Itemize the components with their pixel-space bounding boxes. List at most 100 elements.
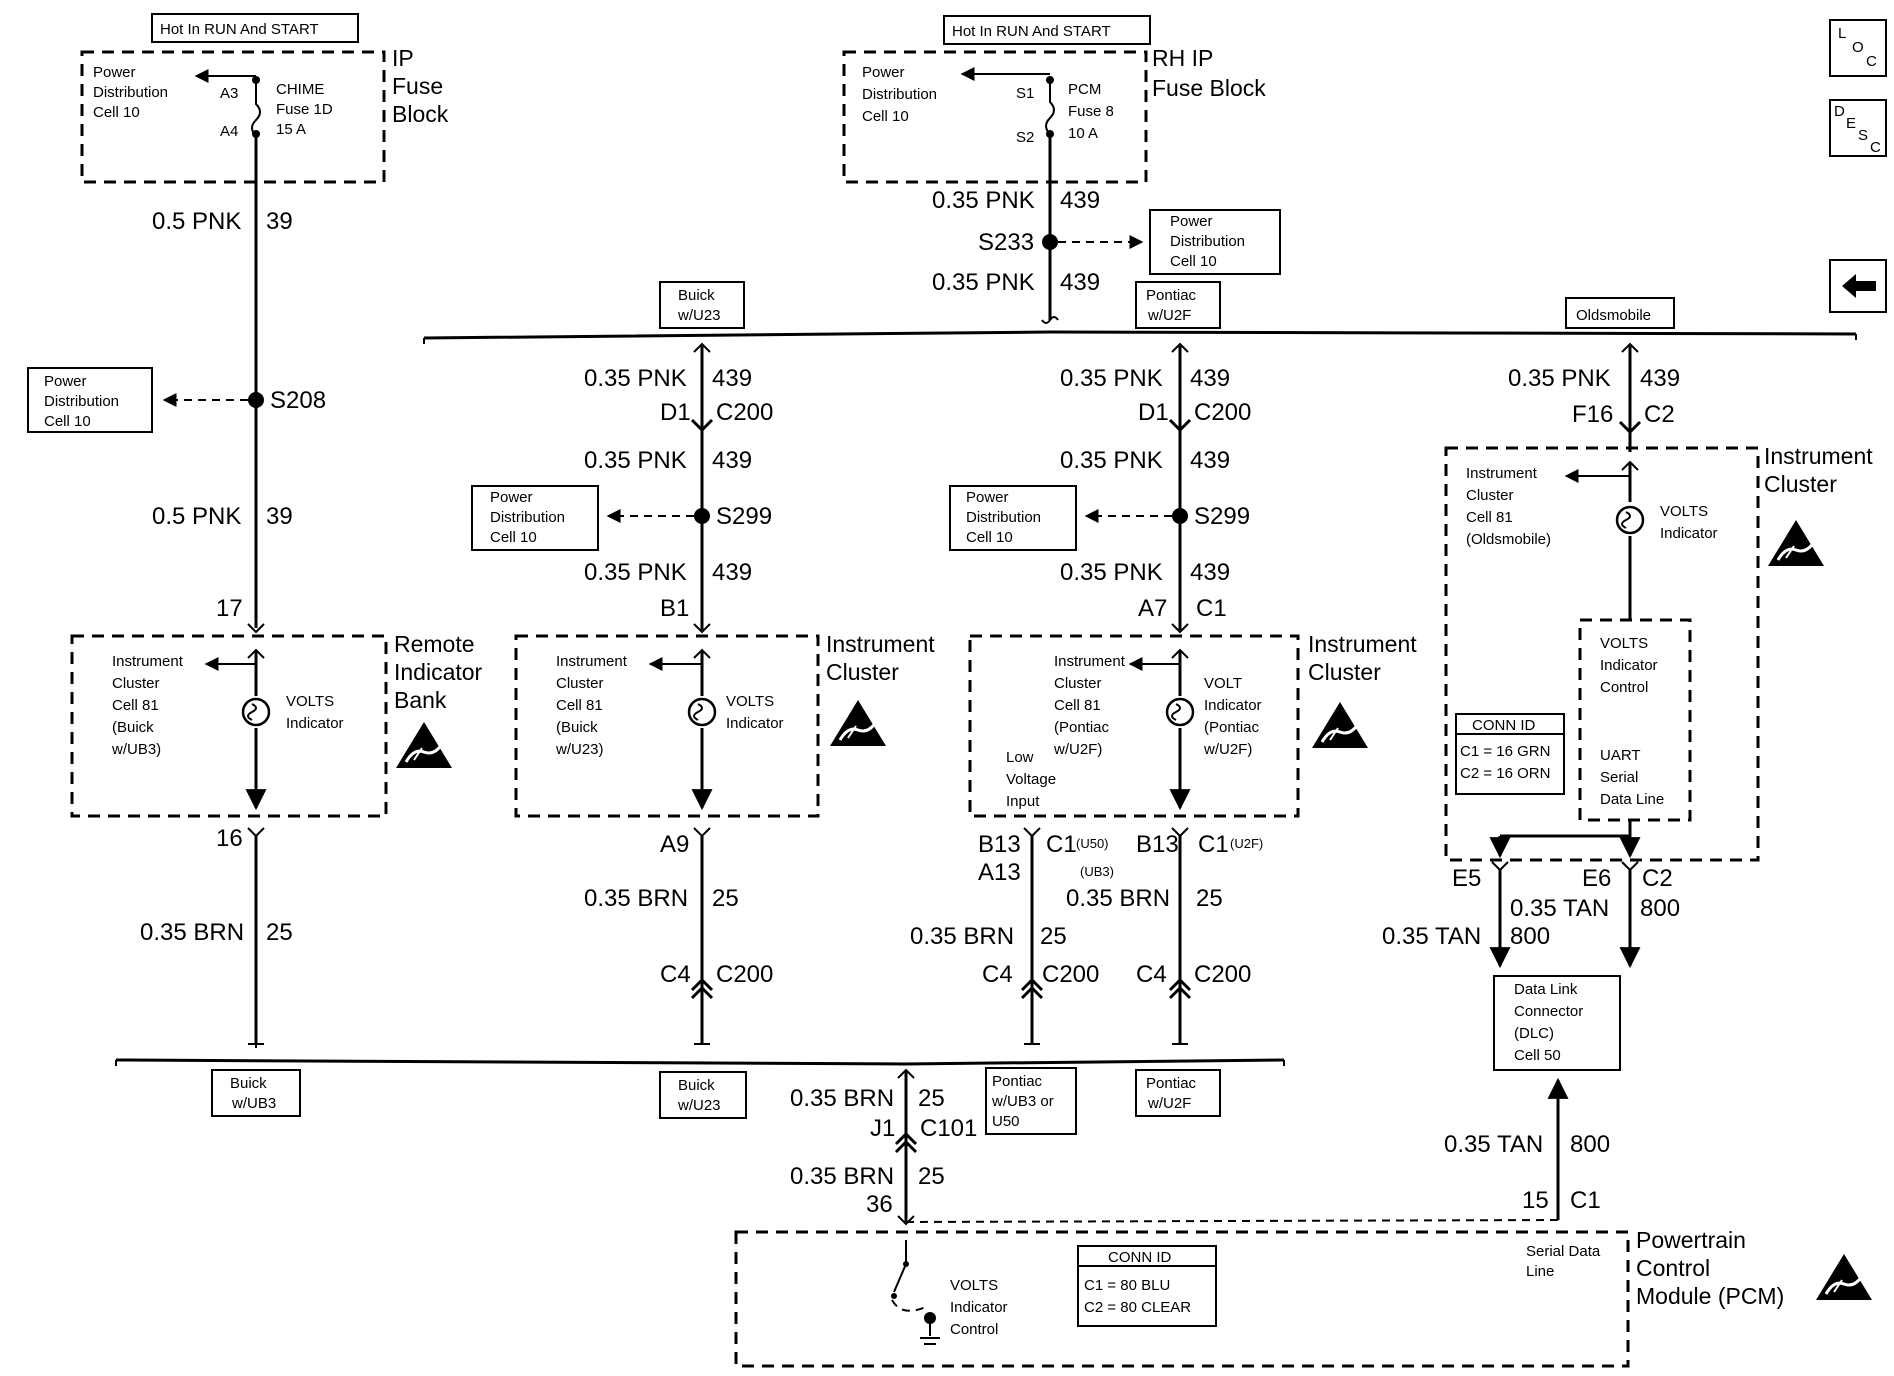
tag-ub3: (UB3): [1080, 864, 1114, 879]
wire-color-pcm-1: 0.35 BRN: [790, 1085, 894, 1112]
pin-a7: A7: [1138, 595, 1167, 622]
pin-17: 17: [216, 595, 243, 622]
svg-text:Indicator: Indicator: [394, 659, 483, 685]
wire-color-pu-2: 0.35 PNK: [1060, 447, 1163, 474]
svg-text:(Pontiac: (Pontiac: [1204, 719, 1260, 736]
svg-text:Pontiac: Pontiac: [1146, 287, 1197, 304]
ic-cell81-pontiac: Instrument Cluster Cell 81 (Pontiac w/U2…: [1053, 653, 1126, 758]
svg-text:Indicator: Indicator: [1600, 657, 1658, 674]
svg-text:IP: IP: [392, 45, 414, 71]
svg-text:Power: Power: [93, 64, 136, 81]
svg-text:Cell 10: Cell 10: [93, 104, 140, 121]
pin-d1-pu: D1: [1138, 399, 1169, 426]
splice-s233-dot: [1042, 234, 1058, 250]
loc-button[interactable]: L O C: [1829, 19, 1887, 77]
svg-text:CONN ID: CONN ID: [1108, 1249, 1172, 1266]
ip-power-dist-label: Power Distribution Cell 10: [93, 64, 168, 121]
volts-gauge-icon-2: [687, 697, 717, 727]
circuit-rh-1: 439: [1060, 187, 1100, 214]
svg-text:C: C: [1866, 53, 1877, 70]
svg-text:Control: Control: [1600, 679, 1648, 696]
svg-text:Power: Power: [490, 489, 533, 506]
wire-color-bu-2: 0.35 PNK: [584, 447, 687, 474]
circuit-pu-1: 439: [1190, 365, 1230, 392]
back-button[interactable]: [1829, 259, 1887, 313]
circuit-pu-2: 439: [1190, 447, 1230, 474]
svg-text:Line: Line: [1526, 1263, 1554, 1280]
conn-c200-pu: C200: [1194, 399, 1251, 426]
svg-text:Distribution: Distribution: [93, 84, 168, 101]
svg-text:Cell 10: Cell 10: [966, 529, 1013, 546]
circuit-ol-4: 800: [1570, 1131, 1610, 1158]
circuit-ol-2: 800: [1640, 895, 1680, 922]
circuit-bu-4: 25: [712, 885, 739, 912]
pin-s1: S1: [1016, 85, 1034, 102]
svg-text:Pontiac: Pontiac: [1146, 1075, 1197, 1092]
svg-text:w/UB3): w/UB3): [111, 741, 161, 758]
svg-text:Cell 81: Cell 81: [112, 697, 159, 714]
ic-cell81-olds: Instrument Cluster Cell 81 (Oldsmobile): [1466, 465, 1551, 548]
power-dist-ref-s233: Power Distribution Cell 10: [1170, 213, 1245, 270]
svg-text:VOLTS: VOLTS: [1600, 635, 1648, 652]
wire-color-bu-4: 0.35 BRN: [584, 885, 688, 912]
remote-indicator-bank-title: Remote Indicator Bank: [394, 631, 483, 713]
pin-b13-a: B13: [978, 831, 1021, 858]
svg-text:Control: Control: [950, 1321, 998, 1338]
svg-text:Serial: Serial: [1600, 769, 1638, 786]
pin-a9: A9: [660, 831, 689, 858]
pin-a3: A3: [220, 85, 238, 102]
svg-text:10 A: 10 A: [1068, 125, 1098, 142]
svg-text:Block: Block: [392, 101, 449, 127]
splice-s299-bu: S299: [716, 503, 772, 530]
fuse-8-label: PCM Fuse 8 10 A: [1068, 81, 1114, 142]
low-voltage-input-label: Low Voltage Input: [1006, 749, 1056, 810]
svg-text:Cluster: Cluster: [1054, 675, 1102, 692]
svg-text:Instrument: Instrument: [1764, 443, 1873, 469]
wire-color-left-3: 0.35 BRN: [140, 919, 244, 946]
circuit-ol-1: 439: [1640, 365, 1680, 392]
svg-text:VOLTS: VOLTS: [950, 1277, 998, 1294]
option-buick-ub3-bottom: Buick w/UB3: [211, 1069, 301, 1117]
svg-text:Fuse 1D: Fuse 1D: [276, 101, 333, 118]
svg-text:Voltage: Voltage: [1006, 771, 1056, 788]
conn-c200-bu-2: C200: [716, 961, 773, 988]
conn-c200-pu-2: C200: [1042, 961, 1099, 988]
conn-c1-u2f: C1: [1198, 831, 1229, 858]
instrument-cluster-title-bu: Instrument Cluster: [826, 631, 935, 685]
buick-u23-column: 0.35 PNK 439 D1 C200 0.35 PNK 439 S299 P…: [471, 342, 935, 1045]
svg-text:Power: Power: [966, 489, 1009, 506]
svg-text:C: C: [1870, 139, 1881, 156]
pin-b1: B1: [660, 595, 689, 622]
svg-text:Cell 50: Cell 50: [1514, 1047, 1561, 1064]
wire-color-pu-3: 0.35 PNK: [1060, 559, 1163, 586]
rh-power-dist-label: Power Distribution Cell 10: [862, 64, 937, 125]
svg-text:Remote: Remote: [394, 631, 475, 657]
fuse-1d-label: CHIME Fuse 1D 15 A: [276, 81, 333, 138]
svg-text:(Oldsmobile): (Oldsmobile): [1466, 531, 1551, 548]
wire-color-pu-5: 0.35 BRN: [910, 923, 1014, 950]
wire-color-bu-1: 0.35 PNK: [584, 365, 687, 392]
svg-text:Cluster: Cluster: [556, 675, 604, 692]
svg-text:Cluster: Cluster: [1764, 471, 1837, 497]
volt-indicator-label-pontiac: VOLT Indicator (Pontiac w/U2F): [1203, 675, 1262, 758]
svg-text:Indicator: Indicator: [1204, 697, 1262, 714]
svg-text:Oldsmobile: Oldsmobile: [1576, 307, 1651, 324]
svg-text:Low: Low: [1006, 749, 1034, 766]
pcm-switch-icon: [891, 1240, 940, 1345]
conn-c2-ol-2: C2: [1642, 865, 1673, 892]
conn-c1-pu: C1: [1196, 595, 1227, 622]
svg-text:Connector: Connector: [1514, 1003, 1583, 1020]
circuit-bu-1: 439: [712, 365, 752, 392]
desc-button[interactable]: D E S C: [1829, 99, 1887, 157]
esd-icon-bu: [828, 698, 888, 748]
svg-text:C1 = 80 BLU: C1 = 80 BLU: [1084, 1277, 1170, 1294]
svg-text:w/U2F: w/U2F: [1147, 1095, 1191, 1112]
splice-s208-dot: [248, 392, 264, 408]
conn-c200-pu-3: C200: [1194, 961, 1251, 988]
svg-text:C2 = 80 CLEAR: C2 = 80 CLEAR: [1084, 1299, 1191, 1316]
svg-text:U50: U50: [992, 1113, 1020, 1130]
splice-s233: S233: [978, 229, 1034, 256]
option-buick-u23-bottom: Buick w/U23: [659, 1071, 747, 1119]
conn-id-ic: CONN ID C1 = 16 GRN C2 = 16 ORN: [1455, 713, 1565, 795]
